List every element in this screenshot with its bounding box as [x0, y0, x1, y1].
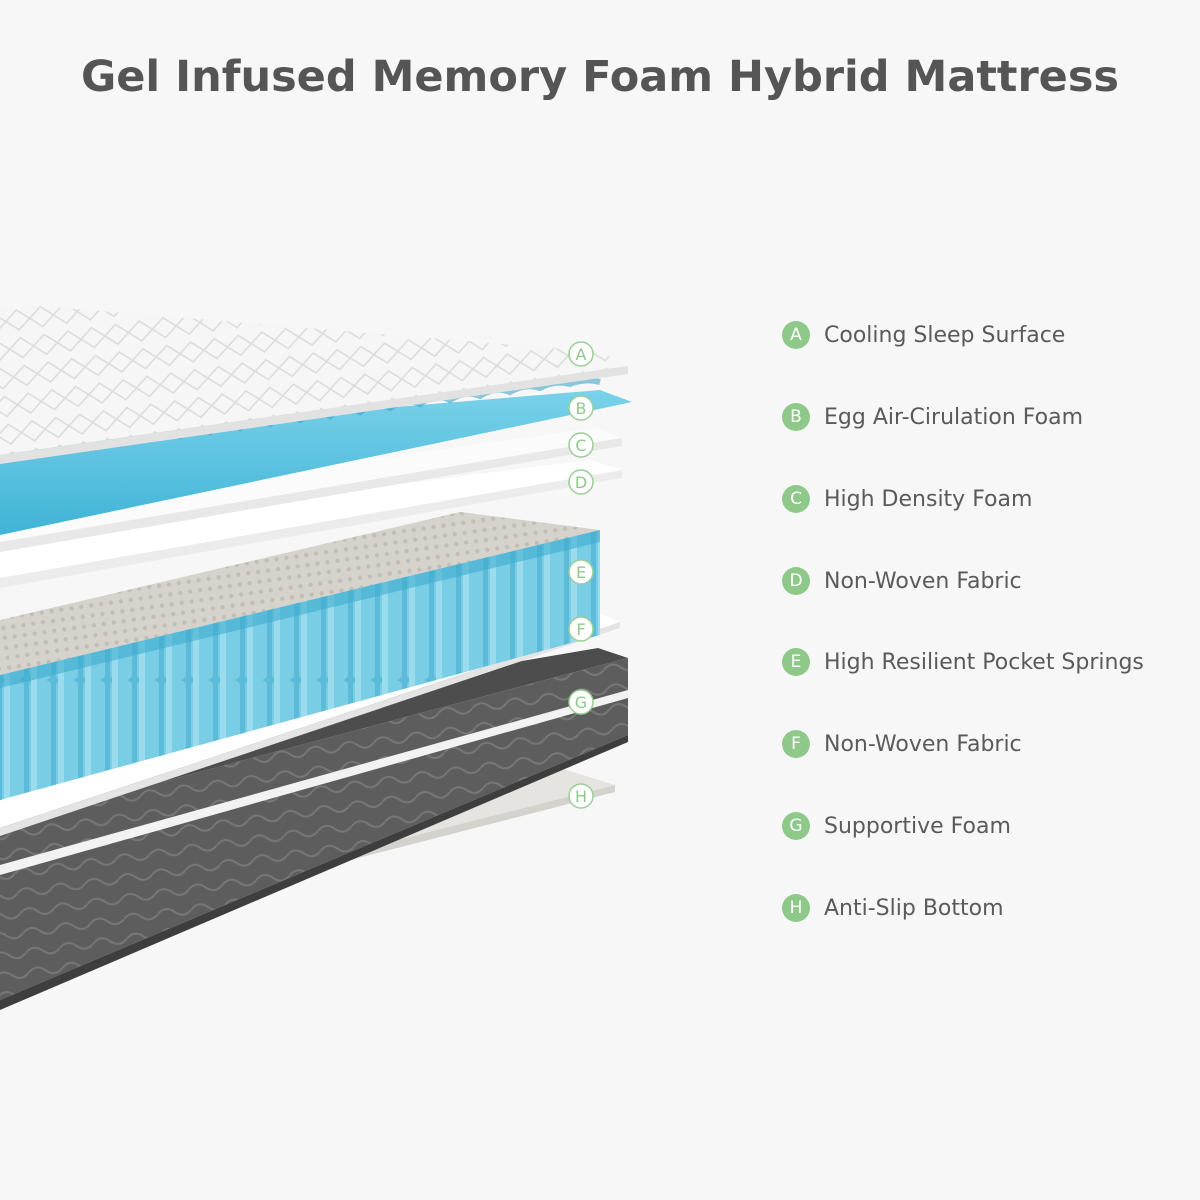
legend-item-g: G Supportive Foam — [782, 809, 1011, 843]
marker-c: C — [568, 432, 594, 458]
legend-label-g: Supportive Foam — [824, 813, 1011, 839]
layer-e-pocket-springs — [0, 512, 600, 800]
marker-d: D — [568, 469, 594, 495]
legend-label-b: Egg Air-Cirulation Foam — [824, 404, 1083, 430]
svg-text:A: A — [576, 345, 587, 364]
legend-item-h: H Anti-Slip Bottom — [782, 891, 1004, 925]
legend-item-a: A Cooling Sleep Surface — [782, 318, 1065, 352]
legend-badge-e: E — [782, 648, 810, 676]
layer-d-non-woven-fabric — [0, 460, 622, 588]
legend-badge-c: C — [782, 485, 810, 513]
marker-a: A — [568, 341, 594, 367]
layer-g-supportive-foam — [0, 648, 628, 1010]
svg-text:G: G — [575, 693, 587, 712]
marker-f: F — [568, 616, 594, 642]
marker-b: B — [568, 395, 594, 421]
legend-badge-b: B — [782, 403, 810, 431]
legend-label-h: Anti-Slip Bottom — [824, 895, 1004, 921]
page-title: Gel Infused Memory Foam Hybrid Mattress — [80, 52, 1120, 102]
legend-label-e: High Resilient Pocket Springs — [824, 649, 1144, 675]
legend-label-a: Cooling Sleep Surface — [824, 322, 1066, 348]
svg-text:C: C — [575, 436, 586, 455]
legend-badge-d: D — [782, 567, 810, 595]
legend-label-d: Non-Woven Fabric — [824, 568, 1022, 594]
svg-text:B: B — [576, 399, 587, 418]
legend-badge-f: F — [782, 730, 810, 758]
legend-label-f: Non-Woven Fabric — [824, 731, 1022, 757]
marker-e: E — [568, 559, 594, 585]
legend-item-b: B Egg Air-Cirulation Foam — [782, 400, 1083, 434]
legend-label-c: High Density Foam — [824, 486, 1033, 512]
legend-badge-a: A — [782, 321, 810, 349]
svg-text:D: D — [575, 473, 587, 492]
legend-badge-g: G — [782, 812, 810, 840]
svg-text:E: E — [576, 563, 586, 582]
legend-badge-h: H — [782, 894, 810, 922]
svg-text:H: H — [575, 787, 587, 806]
legend-item-c: C High Density Foam — [782, 482, 1032, 516]
svg-text:F: F — [576, 620, 585, 639]
legend-item-d: D Non-Woven Fabric — [782, 564, 1022, 598]
marker-h: H — [568, 783, 594, 809]
marker-g: G — [568, 689, 594, 715]
layer-a-cooling-surface — [0, 306, 628, 464]
layer-c-high-density-foam — [0, 428, 622, 552]
mattress-layers-illustration: A B C D E F G H — [0, 306, 632, 1010]
legend-item-f: F Non-Woven Fabric — [782, 727, 1022, 761]
legend-item-e: E High Resilient Pocket Springs — [782, 645, 1144, 679]
